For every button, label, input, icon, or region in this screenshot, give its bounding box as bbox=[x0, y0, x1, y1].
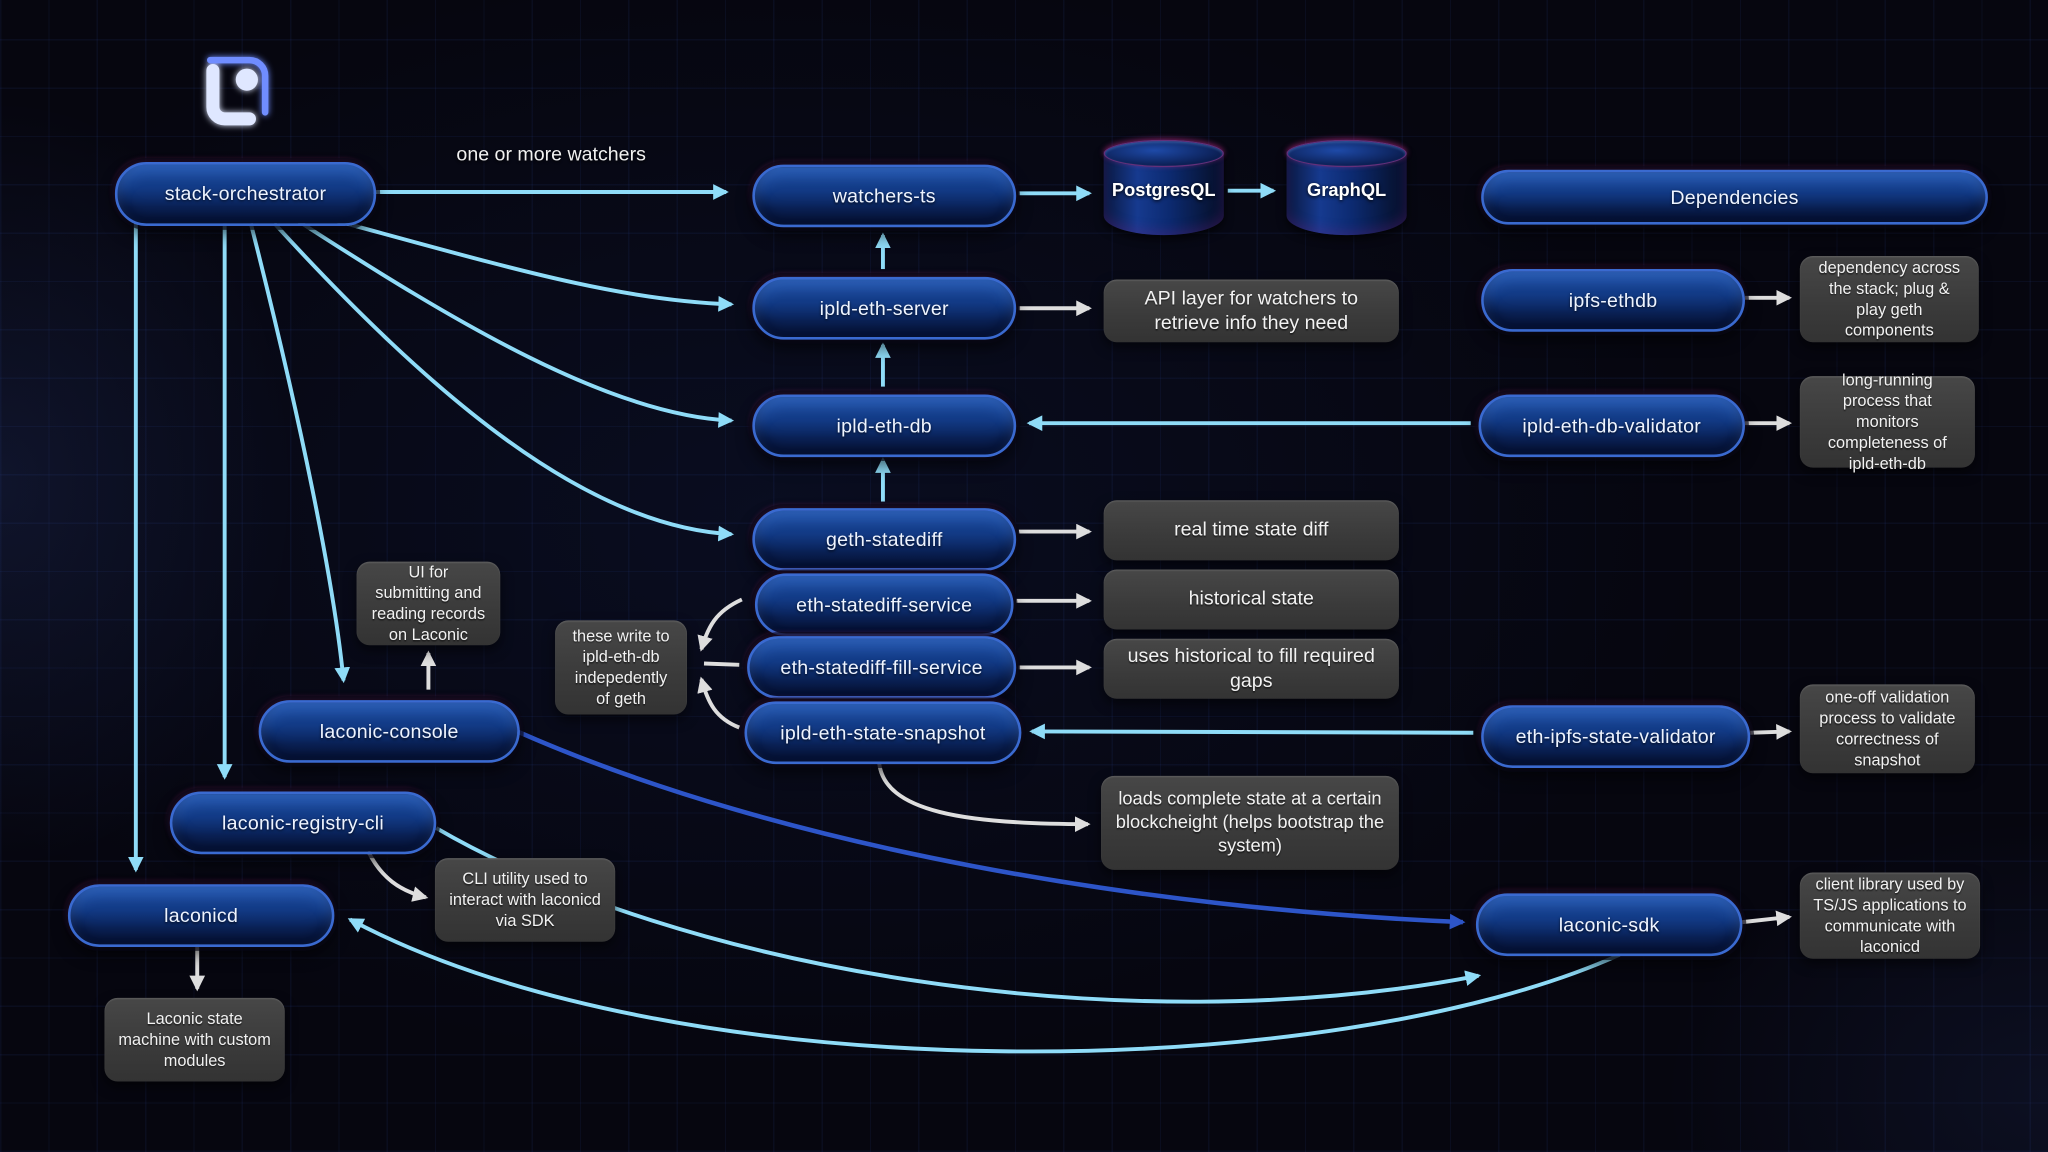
edge-ipfsvalidator-note bbox=[1750, 724, 1792, 740]
note-sdk: client library used by TS/JS application… bbox=[1799, 872, 1981, 959]
node-laconic-sdk: laconic-sdk bbox=[1475, 893, 1743, 957]
node-graphql-label: GraphQL bbox=[1306, 178, 1387, 200]
edge-service-writersnote bbox=[697, 597, 743, 652]
note-gaps: uses historical to fill required gaps bbox=[1103, 638, 1399, 699]
node-ipld-eth-server: ipld-eth-server bbox=[752, 276, 1017, 340]
node-ipld-eth-db: ipld-eth-db bbox=[752, 394, 1017, 458]
logo-dot bbox=[235, 68, 258, 91]
node-eth-statediff-service: eth-statediff-service bbox=[754, 573, 1014, 637]
node-eth-statediff-fill-service: eth-statediff-fill-service bbox=[747, 636, 1017, 699]
laconic-logo bbox=[206, 56, 269, 126]
node-laconic-registry-cli: laconic-registry-cli bbox=[169, 791, 437, 855]
node-laconicd: laconicd bbox=[67, 884, 335, 947]
node-watchers-ts: watchers-ts bbox=[752, 164, 1017, 228]
logo-l-shape bbox=[206, 63, 256, 126]
edge-ipfsvalidator-snapshot bbox=[1029, 723, 1474, 740]
node-graphql-cylinder: GraphQL bbox=[1286, 139, 1407, 242]
edge-orchestrator-console bbox=[248, 222, 351, 684]
edge-fillservice-writersnote bbox=[703, 661, 740, 667]
note-historical: historical state bbox=[1103, 569, 1399, 630]
node-stack-orchestrator: stack-orchestrator bbox=[114, 161, 377, 226]
note-cli: CLI utility used to interact with laconi… bbox=[434, 858, 616, 942]
edge-snapshot-writersnote bbox=[697, 676, 741, 730]
node-eth-ipfs-state-validator: eth-ipfs-state-validator bbox=[1481, 705, 1751, 768]
edge-orchestrator-server bbox=[320, 214, 735, 312]
node-postgresql-label: PostgresQL bbox=[1111, 178, 1216, 200]
note-db-validator: long-running process that monitors compl… bbox=[1799, 371, 1975, 473]
note-ipfs-ethdb: dependency across the stack; plug & play… bbox=[1799, 256, 1979, 343]
node-postgresql-cylinder: PostgresQL bbox=[1103, 139, 1224, 242]
node-laconic-console: laconic-console bbox=[258, 700, 520, 763]
logo-frame bbox=[207, 56, 269, 116]
edge-orchestrator-statediff bbox=[272, 222, 735, 542]
node-dependencies: Dependencies bbox=[1481, 169, 1988, 225]
edge-sdk-note bbox=[1742, 910, 1792, 927]
note-snapshot: loads complete state at a certain blockc… bbox=[1101, 775, 1399, 870]
edge-snapshot-loadsnote bbox=[877, 761, 1091, 832]
edge-label-watchers: one or more watchers bbox=[456, 143, 646, 166]
node-ipfs-ethdb: ipfs-ethdb bbox=[1481, 269, 1745, 332]
note-writers: these write to ipld-eth-db indepedently … bbox=[555, 620, 688, 715]
note-console: UI for submitting and reading records on… bbox=[356, 561, 501, 646]
node-ipld-eth-db-validator: ipld-eth-db-validator bbox=[1478, 394, 1745, 458]
cylinder-top bbox=[1103, 139, 1224, 168]
note-api-layer: API layer for watchers to retrieve info … bbox=[1103, 279, 1399, 343]
edge-registrycli-clinote bbox=[366, 850, 429, 902]
note-snapshot-validator: one-off validation process to validate c… bbox=[1799, 684, 1975, 774]
note-realtime: real time state diff bbox=[1103, 500, 1399, 561]
cylinder-top bbox=[1286, 139, 1407, 168]
edge-orchestrator-db bbox=[296, 219, 735, 428]
note-laconicd: Laconic state machine with custom module… bbox=[104, 997, 285, 1082]
node-geth-statediff: geth-statediff bbox=[752, 508, 1017, 571]
node-ipld-eth-state-snapshot: ipld-eth-state-snapshot bbox=[744, 701, 1022, 765]
